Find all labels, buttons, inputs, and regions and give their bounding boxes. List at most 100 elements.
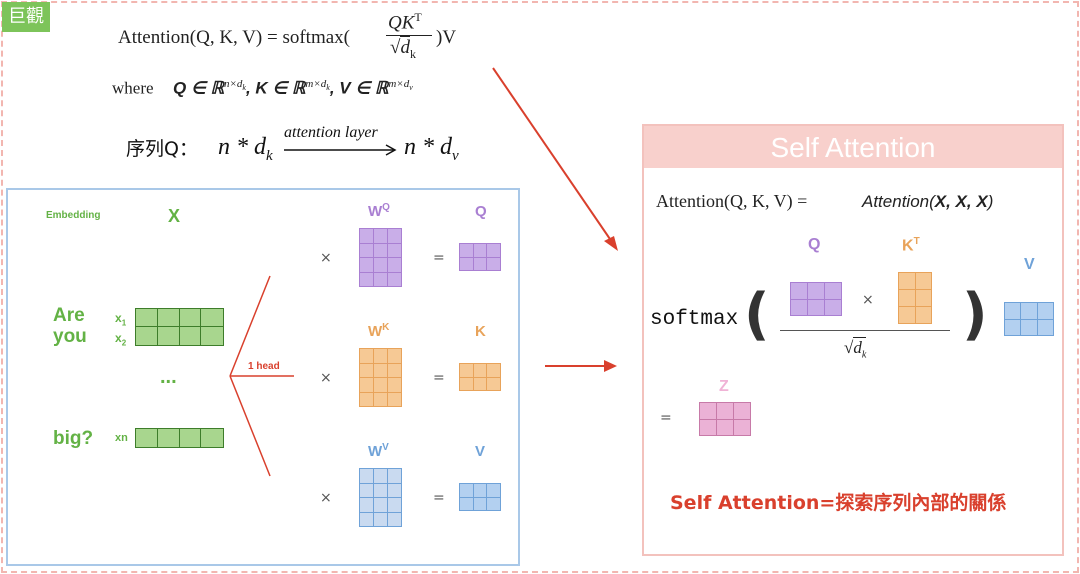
times-v: × (320, 490, 332, 506)
rp-q-matrix (790, 282, 842, 316)
equals-k: = (433, 370, 445, 386)
wv-matrix (359, 468, 402, 527)
q-dims-sub: k (242, 83, 246, 93)
fraction-bar (386, 35, 432, 36)
seq-rhs: n * dv (404, 134, 459, 165)
rp-fraction-bar (780, 330, 950, 331)
rp-equals: = (660, 410, 672, 426)
rp-sqrt-dk: √dk (844, 337, 867, 361)
where-line: where Q ∈ ℝn×dk, K ∈ ℝm×dk, V ∈ ℝm×dv (112, 78, 413, 99)
k-dims-sub: k (326, 83, 330, 93)
ellipsis: ... (160, 366, 177, 388)
right-panel: Self Attention Attention(Q, K, V) = Atte… (642, 124, 1064, 556)
v-matrix (459, 483, 501, 511)
wk-text: W (368, 323, 383, 340)
word-are: Are (53, 305, 85, 326)
k-dims-text: m×d (305, 78, 327, 90)
word-big: big? (53, 428, 94, 449)
q-label: Q (475, 203, 487, 220)
rp-kt-matrix (898, 272, 932, 324)
wv-text: W (368, 443, 383, 460)
seq-rhs-sub: v (452, 147, 459, 164)
seq-arrow (284, 144, 397, 156)
formula-numerator: QKT (388, 10, 422, 34)
diagonal-arrow-line (492, 67, 613, 243)
rp-dk-sub: k (861, 349, 867, 361)
x-matrix-top (135, 308, 224, 346)
head-fan-lines (229, 275, 294, 477)
close-paren: ) (962, 282, 988, 347)
equals-q: = (433, 250, 445, 266)
q-matrix (459, 243, 501, 271)
open-paren: ( (744, 282, 770, 347)
formula-denominator: √dk (390, 36, 416, 62)
v-label: V (475, 443, 486, 460)
rp-z-label: Z (719, 378, 729, 395)
rp-v-matrix (1004, 302, 1054, 336)
wq-label: WQ (368, 202, 390, 220)
attn-rhs-args: X, X, X (934, 192, 988, 211)
attn-rhs-suffix: ) (987, 192, 994, 211)
rp-z-matrix (699, 402, 751, 436)
q-dims: n×dk (223, 78, 246, 93)
q-dims-text: n×d (223, 78, 243, 90)
attn-rhs-prefix: Attention( (862, 192, 935, 211)
x-matrix-bottom (135, 428, 224, 448)
wv-sup: V (382, 442, 389, 453)
numerator-text: QK (388, 12, 415, 34)
rp-dk-text: d (853, 338, 862, 357)
x1-text: x (115, 311, 122, 325)
wv-label: WV (368, 442, 389, 460)
denominator-text: d (400, 36, 410, 58)
x2-sub: 2 (121, 338, 127, 348)
where-word: where (112, 78, 154, 98)
rp-k-text: K (902, 237, 914, 255)
sequence-line: 序列Q： n * dk attention layer n * dv (126, 120, 486, 170)
k-dims: m×dk (305, 78, 330, 93)
v-dims: m×dv (388, 78, 413, 93)
times-q: × (320, 250, 332, 266)
k-def: , K ∈ ℝ (245, 78, 306, 98)
embedding-label: Embedding (46, 210, 101, 221)
k-matrix (459, 363, 501, 391)
word-you: you (53, 326, 87, 347)
xn-label: xn (115, 432, 128, 444)
horizontal-arrow-head (604, 360, 617, 372)
attn-lhs: Attention(Q, K, V) = (656, 191, 808, 211)
times-k: × (320, 370, 332, 386)
wk-matrix (359, 348, 402, 407)
formula-rhs: )V (436, 27, 457, 48)
wq-matrix (359, 228, 402, 287)
equals-v: = (433, 490, 445, 506)
seq-rhs-text: n * d (404, 134, 452, 160)
rp-k-sup: T (913, 236, 920, 247)
sqrt-symbol: √ (390, 37, 401, 58)
rp-times: × (862, 292, 874, 308)
x2-text: x (115, 331, 122, 345)
softmax-label: softmax (650, 308, 739, 331)
q-def: Q ∈ ℝ (173, 78, 224, 98)
v-dims-sub: v (409, 83, 413, 93)
rp-q-label: Q (808, 236, 821, 253)
x2-label: x2 (115, 331, 126, 347)
numerator-sup: T (414, 10, 422, 24)
rp-sqrt-symbol: √ (844, 338, 854, 357)
rp-footer: Self Attention=探索序列內部的關係 (670, 492, 1007, 514)
seq-lhs: n * dk (218, 134, 273, 165)
rp-k-label: KT (902, 236, 920, 255)
denominator-sub: k (409, 46, 416, 61)
seq-lhs-text: n * d (218, 134, 266, 160)
rp-v-label: V (1024, 256, 1035, 273)
wq-sup: Q (382, 202, 390, 213)
attn-rhs: Attention(X, X, X) (862, 192, 993, 212)
head-label: 1 head (248, 361, 280, 372)
badge: 巨觀 (2, 2, 50, 32)
k-label: K (475, 323, 486, 340)
right-panel-title: Self Attention (644, 126, 1062, 168)
x1-label: x1 (115, 311, 126, 327)
formula-lhs: Attention(Q, K, V) = softmax( (118, 27, 350, 48)
wk-label: WK (368, 322, 389, 340)
seq-lhs-sub: k (266, 147, 273, 164)
